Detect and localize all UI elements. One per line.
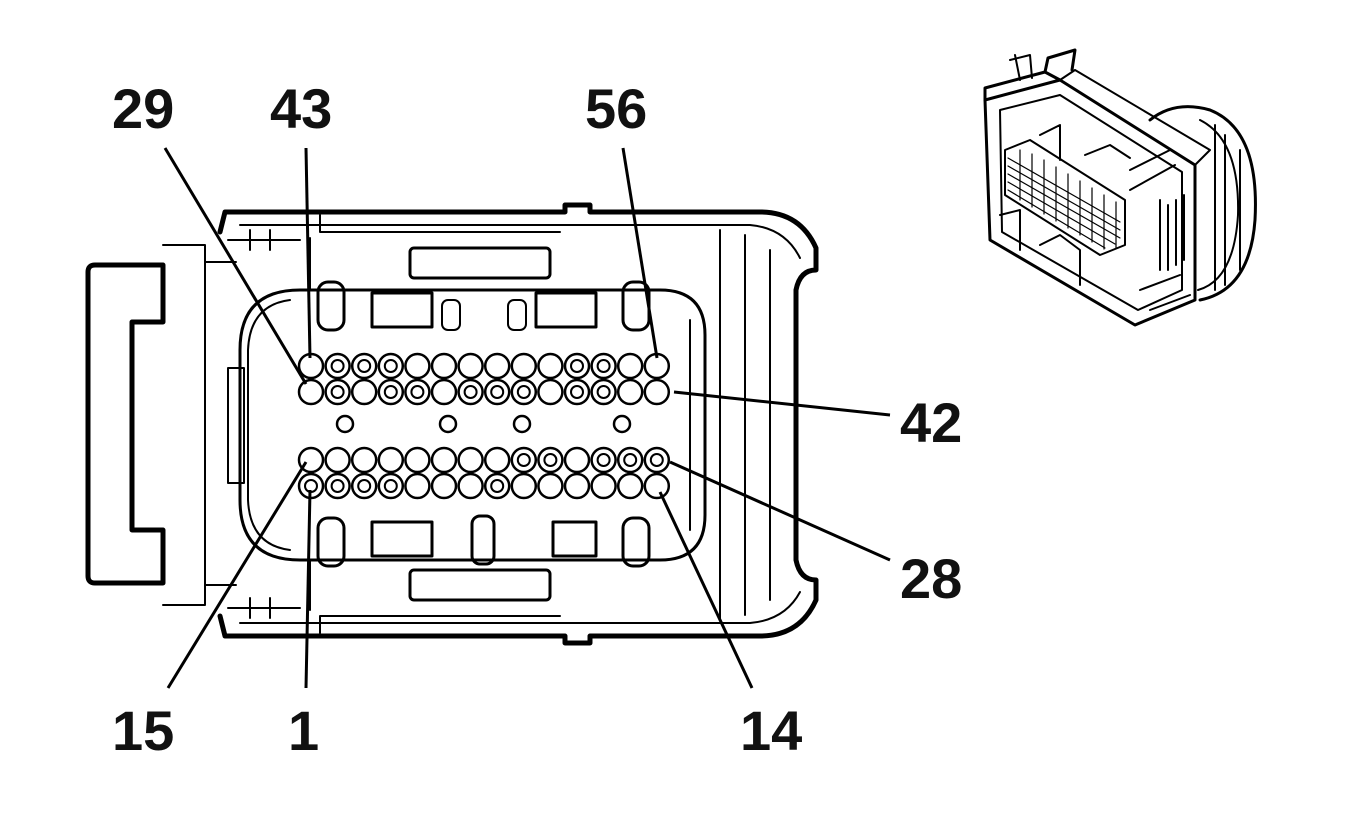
terminal-cavity [457,446,484,474]
key-hole [438,414,458,434]
terminal-cavity [483,352,511,380]
key-hole [335,414,355,434]
leader-29 [163,147,308,385]
terminal-cavity [537,472,564,500]
terminal-cavity [616,378,644,406]
terminal-cavity [510,472,538,500]
terminal-cavity [430,446,458,474]
terminal-cavity [297,378,325,406]
label-pin-14: 14 [740,699,802,762]
label-pin-42: 42 [900,391,962,454]
label-pin-43: 43 [270,77,332,140]
terminal-cavity [537,352,564,380]
terminal-cavity [430,378,458,406]
leader-14 [658,491,754,689]
terminal-cavity [324,446,351,474]
key-hole [512,414,532,434]
key-hole [612,414,632,434]
terminal-cavity [563,446,591,474]
inner-face [238,288,707,562]
terminal-cavity [510,352,538,380]
upper-keys [309,214,651,332]
terminal-cavity [404,352,431,380]
label-pin-15: 15 [112,699,174,762]
terminal-cavity [616,472,644,500]
lower-keys [309,514,651,634]
leader-43 [304,147,312,359]
leader-42 [673,390,891,417]
terminal-cavity [404,446,431,474]
label-pin-28: 28 [900,547,962,610]
terminal-cavity [430,352,458,380]
terminal-cavities [297,352,671,500]
terminal-cavity [643,378,671,406]
connector-isometric-view [983,48,1257,327]
label-pin-1: 1 [288,699,319,762]
leader-1 [304,489,312,689]
terminal-cavity [377,446,405,474]
terminal-cavity [404,472,431,500]
leader-28 [669,460,891,562]
leader-56 [621,147,659,359]
label-pin-56: 56 [585,77,647,140]
terminal-cavity [350,446,378,474]
connector-face-view: 29 43 56 42 28 15 1 14 [85,77,962,762]
terminal-cavity [616,352,644,380]
terminal-cavity [350,378,378,406]
terminal-cavity [643,472,671,500]
terminal-cavity [457,472,484,500]
terminal-cavity [483,446,511,474]
leader-lines [163,147,891,689]
label-pin-29: 29 [112,77,174,140]
terminal-cavity [563,472,591,500]
terminal-cavity [537,378,564,406]
terminal-cavity [430,472,458,500]
outer-housing [217,202,819,646]
leader-15 [166,461,308,689]
terminal-cavity [457,352,484,380]
terminal-cavity [590,472,617,500]
left-latch-tab [85,262,166,586]
